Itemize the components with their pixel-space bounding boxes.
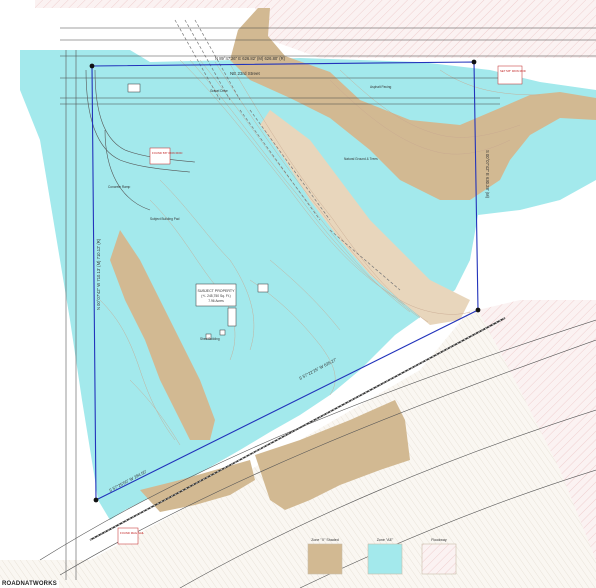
floodway-hatch-north (35, 0, 596, 58)
label-subject-building: Subject Building Pad (150, 217, 180, 221)
legend-swatch-zone-x (307, 543, 343, 575)
zone-x-lower-band (140, 460, 255, 512)
floodway-east-wedge (478, 300, 596, 560)
label-natural-ground: Natural Ground & Trees (344, 157, 378, 161)
label-shed-building: Shed Building (200, 337, 220, 341)
monument-se (475, 307, 481, 313)
monument-ne (471, 59, 477, 65)
watermark: ROADNATWORKS (0, 580, 59, 588)
subject-property-sqft: (+/- 245,750 Sq. Ft.) (201, 294, 231, 298)
building-shed (257, 283, 269, 293)
zone-x-band-west (110, 230, 215, 440)
building-small-1 (205, 333, 212, 340)
drainage-ditch (174, 19, 401, 291)
legend-label-zone-x: Zone "X" Shaded (311, 538, 339, 542)
callout-2: SET 5/8" IRON ROD (500, 69, 526, 73)
subject-property-title: SUBJECT PROPERTY (197, 289, 235, 293)
zone-x-central-ridge (260, 110, 470, 325)
feature-labels: Concrete Ramp Natural Ground & Trees She… (108, 85, 391, 341)
north-boundary-label: N 89°47'26" E 626.82' (M) 626.80' (R) (215, 56, 286, 61)
label-asphalt-paving: Asphalt Paving (370, 85, 391, 89)
legend-swatch-floodway (421, 543, 457, 575)
subject-property-box (195, 283, 237, 307)
callout-1: FOUND 5/8" IRON ROD (152, 151, 182, 155)
callout-3: FOUND MAG NAIL (120, 531, 145, 535)
west-boundary-label: N 00°07'42" W 710.13' (M) 710.12' (R) (96, 238, 101, 310)
west-road (65, 50, 196, 580)
street-label: NE 23rd Street (230, 71, 261, 76)
contour-lines (99, 59, 541, 446)
legend-label-floodway: Floodway (431, 538, 447, 542)
ne-23rd-street (60, 27, 596, 105)
zone-x-band-north (230, 8, 596, 200)
east-boundary-label: S 00°07'42" E 630.28' (M) (485, 150, 490, 199)
monument-nw (89, 63, 95, 69)
label-gravel-drive: Gravel Drive (210, 89, 228, 93)
label-concrete-ramp: Concrete Ramp (108, 185, 131, 189)
building-long (227, 307, 237, 327)
building-small-2 (219, 329, 226, 336)
boundary-monuments (89, 59, 481, 503)
subject-property-acres: 7.96 Acres (208, 299, 224, 303)
legend-label-zone-ae: Zone "AE" (377, 538, 394, 542)
monument-callouts: FOUND 5/8" IRON ROD SET 5/8" IRON ROD FO… (117, 65, 526, 545)
railroad-track (89, 317, 506, 541)
building-north (127, 83, 141, 93)
monument-sw (93, 497, 99, 503)
legend-swatch-zone-ae (367, 543, 403, 575)
legend: Zone "X" Shaded Zone "AE" Floodway (307, 538, 457, 575)
buildings (127, 83, 269, 340)
zone-x-river-bank (255, 400, 410, 510)
